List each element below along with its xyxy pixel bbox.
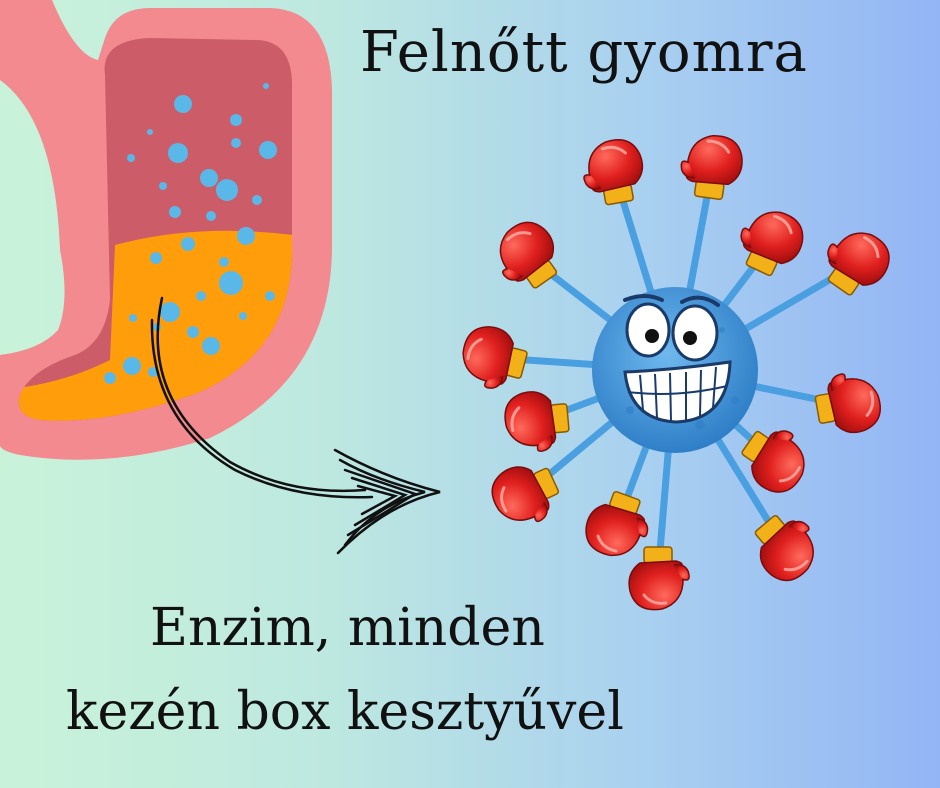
boxing-glove-icon	[680, 135, 743, 201]
boxing-glove-icon	[741, 430, 805, 493]
arrow-icon	[150, 296, 441, 555]
boxing-gloves	[462, 135, 890, 611]
boxing-glove-icon	[504, 391, 570, 452]
boxing-glove-icon	[585, 490, 649, 557]
enzyme-eyes	[623, 294, 720, 362]
boxing-glove-icon	[754, 515, 814, 582]
boxing-glove-icon	[628, 546, 690, 611]
enzyme-mascot	[462, 135, 890, 611]
boxing-glove-icon	[827, 232, 890, 296]
boxing-glove-icon	[491, 466, 560, 523]
boxing-glove-icon	[462, 326, 528, 389]
boxing-glove-icon	[583, 139, 644, 206]
boxing-glove-icon	[740, 211, 804, 277]
stomach-illustration	[0, 0, 332, 460]
caption-line-2: kezén box kesztyűvel	[66, 682, 624, 742]
acid-bubbles	[104, 83, 277, 384]
page-title: Felnőtt gyomra	[360, 20, 808, 85]
caption-line-1: Enzim, minden	[150, 598, 545, 658]
boxing-glove-icon	[499, 221, 558, 289]
boxing-glove-icon	[814, 373, 881, 434]
enzyme-mouth	[623, 360, 732, 424]
